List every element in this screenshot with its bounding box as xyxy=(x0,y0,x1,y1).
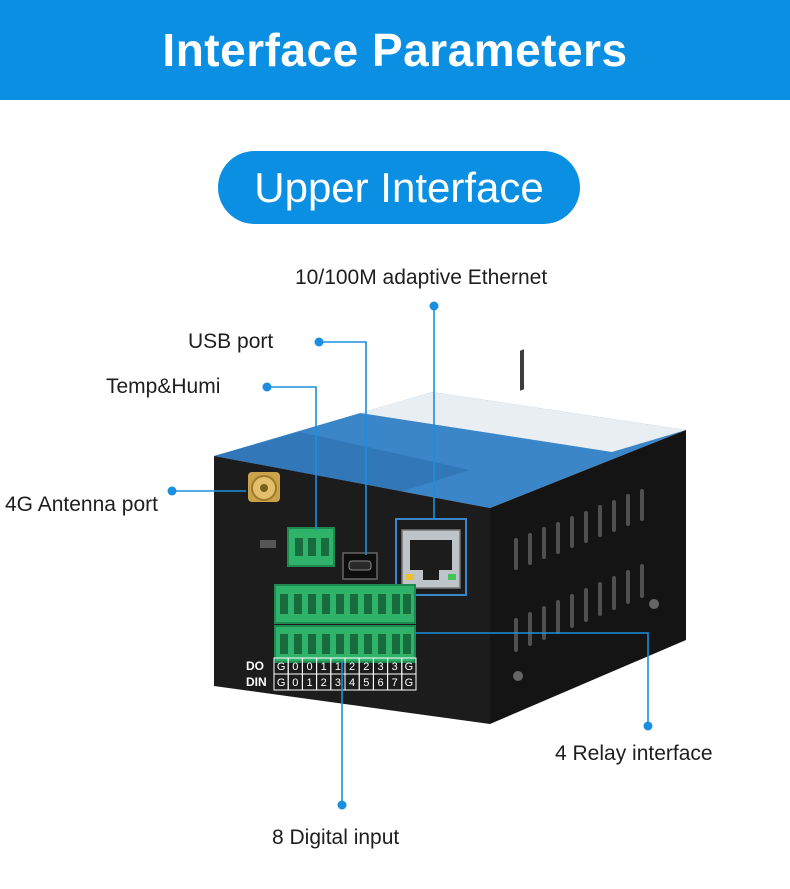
pin-label: 0 xyxy=(306,661,312,673)
pin-label-grid: DO DIN xyxy=(246,659,267,689)
pin-cell xyxy=(401,673,417,691)
callout-digital-input: 8 Digital input xyxy=(272,826,400,849)
pin-label: 3 xyxy=(335,677,341,689)
leader-temp-humi xyxy=(267,386,317,530)
relay-terminal-block xyxy=(274,584,416,624)
callout-ethernet: 10/100M adaptive Ethernet xyxy=(295,266,548,289)
usb-port xyxy=(342,552,378,580)
pin-label: 0 xyxy=(292,661,298,673)
callout-antenna: 4G Antenna port xyxy=(5,493,158,516)
pin-label: 0 xyxy=(292,677,298,689)
side-screw xyxy=(649,599,659,609)
row-label-do: DO xyxy=(246,659,264,673)
leader-usb xyxy=(319,341,367,555)
pin-label: G xyxy=(277,661,286,673)
pin-label: 2 xyxy=(363,661,369,673)
pin-label: G xyxy=(405,677,414,689)
header-banner: Interface Parameters xyxy=(0,0,790,100)
pin-label: 6 xyxy=(377,677,383,689)
pin-label: 4 xyxy=(349,677,355,689)
antenna-connector xyxy=(248,472,280,502)
callout-usb: USB port xyxy=(188,330,274,353)
pin-label: 3 xyxy=(392,661,398,673)
status-switch xyxy=(260,540,276,548)
pin-label: 1 xyxy=(306,677,312,689)
pin-label: 2 xyxy=(349,661,355,673)
temp-humi-terminal xyxy=(287,527,335,567)
leader-relay xyxy=(415,632,649,726)
pin-label: 7 xyxy=(392,677,398,689)
pin-label: G xyxy=(405,661,414,673)
callout-temp-humi: Temp&Humi xyxy=(106,375,221,398)
row-label-din: DIN xyxy=(246,675,267,689)
pin-label: 2 xyxy=(321,677,327,689)
banner-title: Interface Parameters xyxy=(162,24,628,76)
pin-label: 3 xyxy=(377,661,383,673)
side-vents xyxy=(520,349,524,391)
leader-dots xyxy=(167,301,653,810)
callout-relay: 4 Relay interface xyxy=(555,742,713,765)
pin-label: 5 xyxy=(363,677,369,689)
digital-input-terminal-block xyxy=(274,625,416,663)
section-title: Upper Interface xyxy=(254,163,544,211)
side-screw-lower xyxy=(513,671,523,681)
section-pill: Upper Interface xyxy=(218,151,580,224)
pin-label: 1 xyxy=(321,661,327,673)
ethernet-port xyxy=(395,518,467,596)
device-side-face xyxy=(490,430,686,724)
pin-label: 1 xyxy=(335,661,341,673)
pin-label: G xyxy=(277,677,286,689)
device-top-label xyxy=(360,392,686,452)
leader-lines xyxy=(172,306,649,805)
